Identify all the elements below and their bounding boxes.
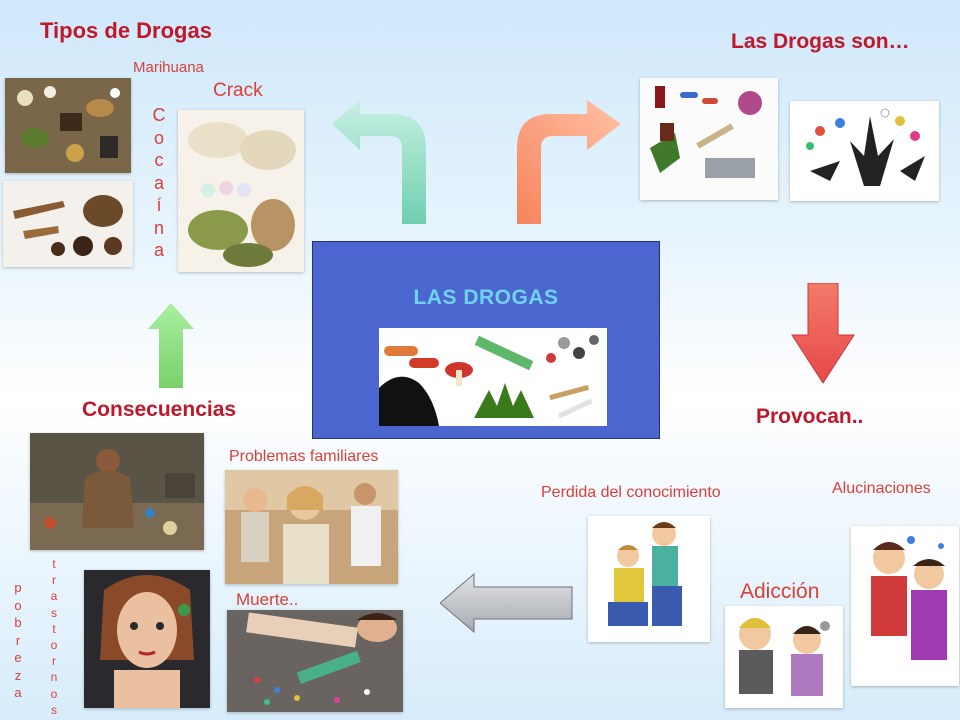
fainting-cartoon-image xyxy=(588,516,710,642)
poverty-photo xyxy=(30,433,204,550)
center-title: LAS DROGAS xyxy=(413,286,559,309)
label-marihuana: Marihuana xyxy=(133,59,204,76)
marijuana-pills-photo xyxy=(790,101,939,201)
death-overdose-photo xyxy=(227,610,403,712)
label-crack: Crack xyxy=(213,80,263,101)
arrow-curved-left-icon xyxy=(332,100,426,224)
label-pobreza-vertical: p o b r e z a xyxy=(14,580,22,700)
arrow-curved-right-icon xyxy=(517,100,621,224)
heading-tipos-de-drogas: Tipos de Drogas xyxy=(40,18,212,43)
label-alucinaciones: Alucinaciones xyxy=(832,480,931,497)
heading-las-drogas-son: Las Drogas son… xyxy=(731,30,910,53)
hallucinations-cartoon-image xyxy=(851,526,959,686)
family-problems-photo xyxy=(225,470,398,584)
heading-provocan: Provocan.. xyxy=(756,405,864,428)
drugs-assortment-photo xyxy=(640,78,778,200)
label-problemas-familiares: Problemas familiares xyxy=(229,448,379,465)
center-drugs-image xyxy=(379,328,607,426)
label-perdida-del-conocimiento: Perdida del conocimiento xyxy=(541,484,721,501)
arrow-up-icon xyxy=(148,303,194,388)
heading-consecuencias: Consecuencias xyxy=(82,398,237,421)
disorders-woman-photo xyxy=(84,570,210,708)
addiction-cartoon-image xyxy=(725,606,843,708)
crack-cocaine-photo xyxy=(178,110,304,272)
herbs-photo xyxy=(3,181,133,267)
marihuana-photo xyxy=(5,78,131,173)
arrow-left-icon xyxy=(440,573,573,633)
label-adiccion: Adicción xyxy=(740,580,820,603)
label-trastornos-vertical: t r a s t o r n o s xyxy=(50,557,58,717)
label-cocaina-vertical: C o c a í n a xyxy=(152,105,166,260)
label-muerte: Muerte.. xyxy=(236,590,299,609)
center-box: LAS DROGAS xyxy=(312,241,660,439)
arrow-down-icon xyxy=(791,283,855,384)
